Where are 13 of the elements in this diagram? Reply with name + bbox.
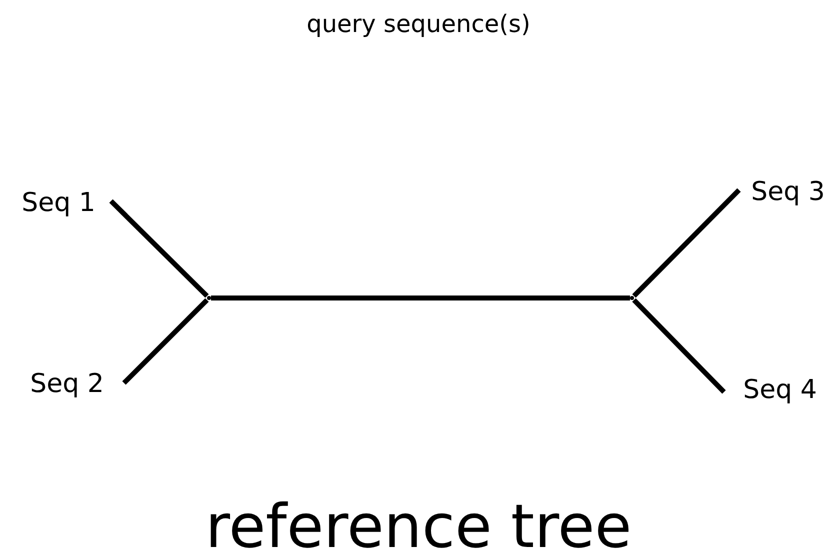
tree-branch <box>211 296 630 300</box>
heading-label: query sequence(s) <box>306 9 532 40</box>
tree-branch <box>632 298 726 394</box>
leaf-label: Seq 3 <box>739 175 837 209</box>
leaf-label: Seq 1 <box>6 186 111 220</box>
leaf-label: Seq 4 <box>724 373 836 407</box>
caption-label: reference tree <box>204 492 633 556</box>
leaf-label: Seq 2 <box>10 367 124 401</box>
branch-junction <box>207 296 211 300</box>
tree-branch <box>109 199 209 298</box>
tree-branch <box>632 188 741 298</box>
branch-junction <box>630 296 634 300</box>
tree-branch <box>122 298 209 385</box>
